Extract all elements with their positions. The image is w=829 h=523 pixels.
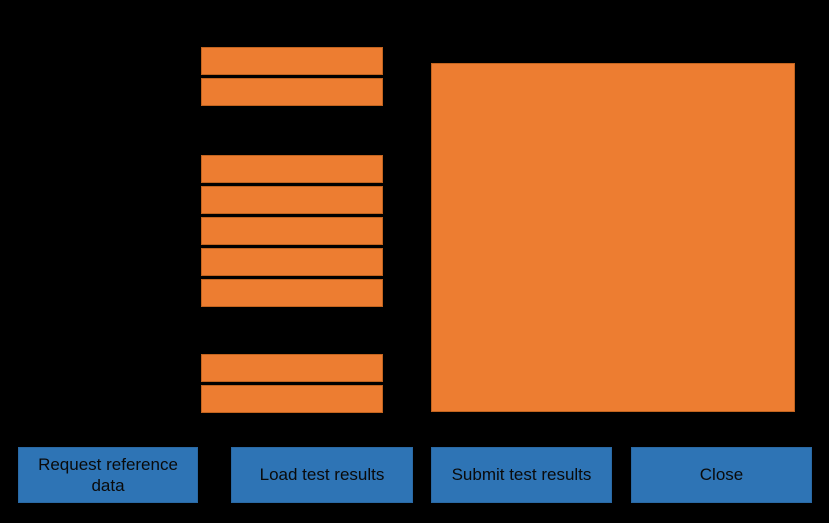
text-field-middle-2[interactable]	[201, 186, 383, 214]
text-field-middle-5[interactable]	[201, 279, 383, 307]
text-field-middle-1[interactable]	[201, 155, 383, 183]
text-field-middle-4[interactable]	[201, 248, 383, 276]
close-button[interactable]: Close	[631, 447, 812, 503]
text-field-bottom-1[interactable]	[201, 354, 383, 382]
text-field-top-2[interactable]	[201, 78, 383, 106]
text-field-middle-3[interactable]	[201, 217, 383, 245]
request-reference-data-button[interactable]: Request reference data	[18, 447, 198, 503]
submit-test-results-button[interactable]: Submit test results	[431, 447, 612, 503]
text-field-top-1[interactable]	[201, 47, 383, 75]
text-field-bottom-2[interactable]	[201, 385, 383, 413]
large-text-area[interactable]	[431, 63, 795, 412]
load-test-results-button[interactable]: Load test results	[231, 447, 413, 503]
